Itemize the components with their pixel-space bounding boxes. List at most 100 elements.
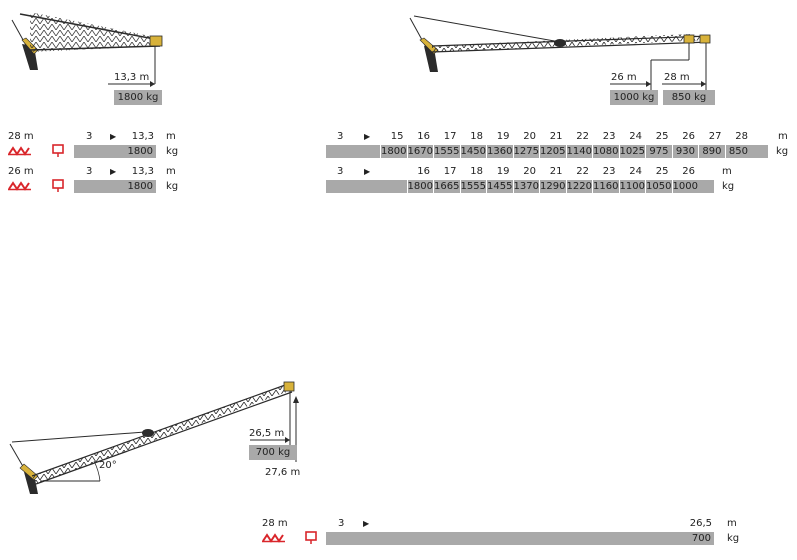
radius-value: 26 (682, 166, 695, 177)
unit-m: m (166, 131, 176, 142)
crane-b (409, 15, 711, 90)
trolley-icon (262, 533, 286, 546)
diagram-c-radius: 26,5 m (249, 428, 285, 439)
radius-value: 16 (417, 131, 430, 142)
radius-value: 17 (443, 131, 457, 142)
load-value: 1000 (671, 180, 698, 193)
radius-value: 28 (735, 131, 748, 142)
radius-value: 25 (655, 131, 669, 142)
load-value: 1290 (539, 180, 566, 193)
load-value: 1665 (433, 180, 460, 193)
arrow-right-icon: ▶ (364, 132, 371, 141)
load-value: 1450 (459, 145, 486, 158)
radius-value: 20 (523, 131, 536, 142)
diagram-c-load: 700 kg (249, 445, 297, 460)
load-value: 1160 (592, 180, 619, 193)
hook-icon (305, 531, 317, 548)
radius-value: 18 (470, 131, 483, 142)
max-radius: 13,3 (131, 131, 154, 142)
radius-value: 23 (602, 131, 616, 142)
unit-kg: kg (166, 181, 179, 192)
unit-kg: kg (722, 181, 735, 192)
radius-value: 21 (549, 131, 563, 142)
load-value: 1455 (486, 180, 513, 193)
unit-kg: kg (727, 533, 740, 544)
load-value: 890 (698, 145, 725, 158)
load-value: 1555 (433, 145, 460, 158)
load-bar (74, 145, 156, 158)
radius-value: 23 (602, 166, 616, 177)
radius-value: 19 (496, 131, 510, 142)
load-value: 930 (671, 145, 699, 158)
diagram-b-load-1: 1000 kg (610, 90, 658, 105)
radius-value: 24 (629, 131, 642, 142)
radius-value: 18 (470, 166, 483, 177)
arrow-right-icon: ▶ (363, 519, 370, 528)
load-bar (326, 145, 768, 158)
min-radius: 3 (338, 518, 345, 529)
radius-value: 17 (443, 166, 457, 177)
arrow-right-icon: ▶ (110, 167, 117, 176)
radius-value: 19 (496, 166, 510, 177)
unit-kg: kg (166, 146, 179, 157)
load-value: 1275 (512, 145, 539, 158)
load-value: 1800 (406, 180, 433, 193)
arrow-right-icon: ▶ (110, 132, 117, 141)
jib-length: 26 m (8, 166, 34, 177)
min-radius: 3 (337, 166, 344, 177)
hook-icon (52, 144, 64, 161)
radius-value: 22 (576, 166, 589, 177)
jib-length: 28 m (262, 518, 288, 529)
radius-value: 22 (576, 131, 589, 142)
load-value: 850 (724, 145, 752, 158)
load-bar (326, 532, 714, 545)
radius-value: 25 (655, 166, 669, 177)
load-value: 700 (691, 533, 711, 544)
jib-length: 28 m (8, 131, 34, 142)
load-value: 1080 (592, 145, 619, 158)
radius-value: 20 (523, 166, 536, 177)
hook-icon (52, 179, 64, 196)
max-radius: 13,3 (131, 166, 154, 177)
radius-value: 26 (682, 131, 695, 142)
min-radius: 3 (86, 131, 93, 142)
load-value: 1025 (618, 145, 645, 158)
radius-value: 24 (629, 166, 642, 177)
load-value: 1050 (645, 180, 672, 193)
diagram-a-load: 1800 kg (114, 90, 162, 105)
max-radius: 26,5 (689, 518, 712, 529)
unit-m: m (778, 131, 788, 142)
load-value: 1370 (512, 180, 539, 193)
load-value: 1555 (459, 180, 486, 193)
load-value: 1220 (565, 180, 592, 193)
load-value: 1670 (406, 145, 433, 158)
unit-m: m (166, 166, 176, 177)
load-value: 1800 (127, 181, 153, 192)
unit-m: m (722, 166, 732, 177)
min-radius: 3 (337, 131, 344, 142)
min-radius: 3 (86, 166, 93, 177)
load-value: 1140 (565, 145, 592, 158)
trolley-icon (8, 181, 32, 194)
diagram-b-radius-1: 26 m (611, 72, 637, 83)
unit-kg: kg (776, 146, 789, 157)
load-value: 1205 (539, 145, 566, 158)
load-value: 1800 (127, 146, 153, 157)
diagram-a-radius: 13,3 m (114, 72, 150, 83)
trolley-icon (8, 146, 32, 159)
radius-value: 27 (708, 131, 722, 142)
load-value: 1360 (486, 145, 513, 158)
radius-value: 16 (417, 166, 430, 177)
crane-c (9, 381, 299, 494)
radius-value: 15 (390, 131, 404, 142)
radius-value: 21 (549, 166, 563, 177)
load-bar (326, 180, 714, 193)
load-value: 975 (645, 145, 672, 158)
diagram-b-load-2: 850 kg (663, 90, 715, 105)
load-bar (74, 180, 156, 193)
load-value: 1800 (380, 145, 407, 158)
load-value: 1100 (618, 180, 645, 193)
crane-a (11, 12, 163, 87)
diagram-b-radius-2: 28 m (664, 72, 690, 83)
diagram-c-height: 27,6 m (265, 467, 301, 478)
